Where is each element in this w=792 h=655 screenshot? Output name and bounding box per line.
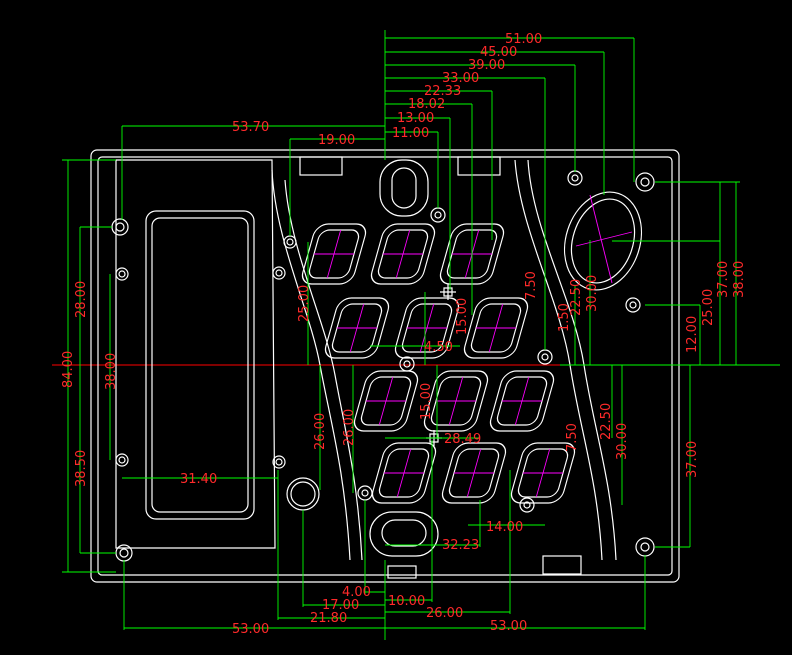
dim-15-a: 15.00 <box>455 298 470 335</box>
keypad-key <box>301 223 367 285</box>
dim-10: 10.00 <box>388 594 425 609</box>
dimension-lines <box>62 30 780 640</box>
dim-26-h: 26.00 <box>426 606 463 621</box>
keypad-key <box>371 442 437 504</box>
dim-37-lower: 37.00 <box>685 441 700 478</box>
dim-84: 84.00 <box>61 351 76 388</box>
dim-12: 12.00 <box>685 316 700 353</box>
dim-25-left: 25.00 <box>297 285 312 322</box>
keypad-key <box>463 297 529 359</box>
dim-26-a: 26.00 <box>313 413 328 450</box>
dim-39: 39.00 <box>468 58 505 73</box>
dim-51: 51.00 <box>505 32 542 47</box>
dim-1-50: 1.50 <box>557 303 572 332</box>
dim-13: 13.00 <box>397 111 434 126</box>
dim-45: 45.00 <box>480 45 517 60</box>
keypad-key <box>441 442 507 504</box>
keypad-key <box>394 297 460 359</box>
dim-38-50: 38.50 <box>74 450 89 487</box>
dim-14: 14.00 <box>486 520 523 535</box>
dim-38-right: 38.00 <box>732 261 747 298</box>
dim-21-80: 21.80 <box>310 611 347 626</box>
dim-33: 33.00 <box>442 71 479 86</box>
dim-4-50: 4.50 <box>424 340 453 355</box>
keypad-buttons <box>301 223 576 504</box>
dim-11: 11.00 <box>392 126 429 141</box>
dim-7-50-a: 7.50 <box>524 271 539 300</box>
dim-22-33: 22.33 <box>424 84 461 99</box>
dim-17: 17.00 <box>322 598 359 613</box>
dim-4: 4.00 <box>342 585 371 600</box>
dim-53-left: 53.00 <box>232 622 269 637</box>
keypad-key <box>510 442 576 504</box>
dim-7-50-b: 7.50 <box>565 423 580 452</box>
dim-19: 19.00 <box>318 133 355 148</box>
keypad-key <box>353 370 419 432</box>
keypad-key <box>370 223 436 285</box>
dim-31-40: 31.40 <box>180 472 217 487</box>
dim-30-lower: 30.00 <box>615 423 630 460</box>
dim-28: 28.00 <box>74 281 89 318</box>
dim-25-right: 25.00 <box>701 289 716 326</box>
keypad-key <box>423 370 489 432</box>
dim-26-b: 26.00 <box>342 409 357 446</box>
dim-22-50-upper: 22.50 <box>569 279 584 316</box>
keypad-key <box>324 297 390 359</box>
part-outline <box>90 149 680 583</box>
dim-28-49: 28.49 <box>444 432 481 447</box>
dimension-labels: 51.00 45.00 39.00 33.00 22.33 18.02 13.0… <box>61 32 747 637</box>
dim-38-left: 38.00 <box>104 353 119 390</box>
dim-53-right: 53.00 <box>490 619 527 634</box>
speaker-center-marks <box>575 194 633 284</box>
dim-15-b: 15.00 <box>419 383 434 420</box>
dim-53-70: 53.70 <box>232 120 269 135</box>
dim-32-23: 32.23 <box>442 538 479 553</box>
keypad-key <box>489 370 555 432</box>
dim-30-upper: 30.00 <box>585 275 600 312</box>
dim-22-50-lower: 22.50 <box>599 403 614 440</box>
dim-37-upper: 37.00 <box>716 261 731 298</box>
dim-18-02: 18.02 <box>408 97 445 112</box>
